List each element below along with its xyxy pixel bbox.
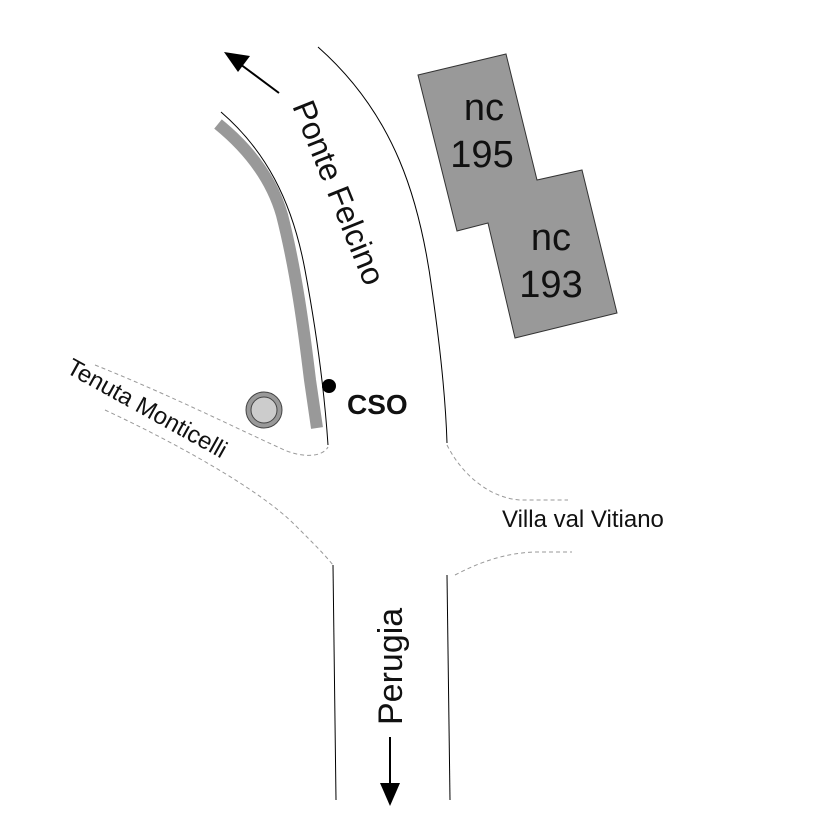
road-edge-bottom-right — [446, 574, 451, 801]
road-label-perugia: Perugia — [372, 608, 410, 725]
building-nc-195-193 — [417, 53, 618, 339]
cso-point-icon — [322, 379, 336, 393]
arrow-ponte-felcino-icon — [224, 52, 280, 94]
building-195-line2: 195 — [450, 134, 513, 176]
road-label-tenuta-monticelli: Tenuta Monticelli — [62, 354, 231, 464]
road-edge-bottom-left — [332, 564, 337, 801]
building-193-line2: 193 — [519, 264, 582, 306]
road-edge-right — [317, 46, 448, 444]
building-193-line1: nc — [531, 217, 571, 259]
arrow-perugia-icon — [380, 737, 400, 806]
cso-label: CSO — [347, 389, 408, 420]
building-195-line1: nc — [464, 87, 504, 129]
side-road-villa-upper — [446, 444, 568, 501]
side-road-villa-lower — [454, 551, 572, 576]
road-label-ponte-felcino: Ponte Felcino — [286, 95, 393, 290]
road-label-villa-val-vitiano: Villa val Vitiano — [502, 506, 664, 533]
road-edge-left — [220, 111, 329, 446]
side-road-tenuta-lower — [104, 409, 334, 566]
side-road-tenuta-upper — [94, 364, 329, 456]
sewer-pipe — [214, 119, 323, 429]
